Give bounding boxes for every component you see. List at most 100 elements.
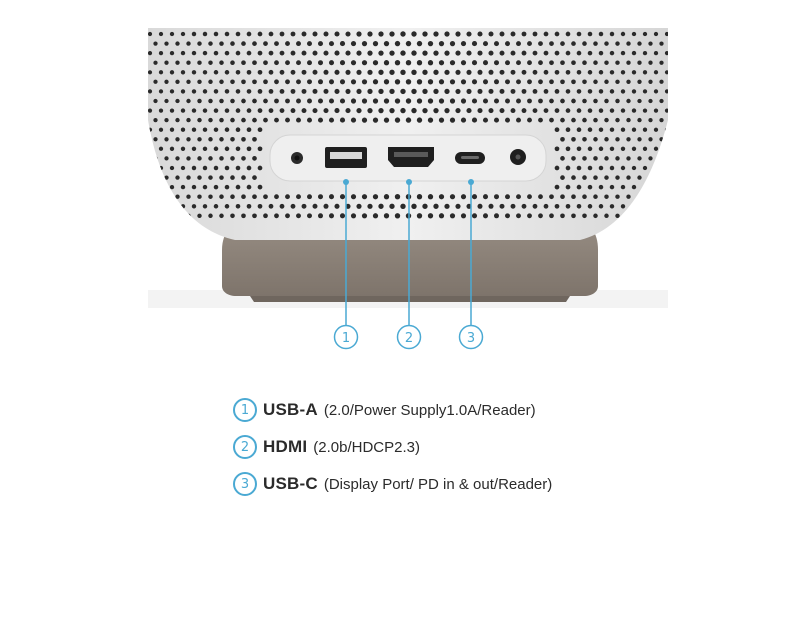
grille-hole [279,203,285,209]
grille-hole [449,213,456,219]
grille-hole [642,165,648,171]
grille-hole [367,107,373,114]
grille-hole [241,117,246,123]
grille-hole [383,60,390,66]
grille-hole [642,146,648,151]
grille-hole [301,50,307,56]
grille-hole [186,175,191,180]
grille-hole [438,117,445,123]
grille-hole [224,204,230,209]
grille-hole [279,31,285,37]
grille-hole [460,194,467,200]
grille-hole [527,98,532,104]
grille-hole [361,98,368,104]
grille-hole [307,79,312,85]
grille-hole [208,137,213,142]
grille-hole [576,69,582,75]
grille-hole [565,50,571,56]
grille-hole [312,108,318,114]
grille-hole [571,79,576,85]
grille-hole [164,117,169,123]
grille-hole [631,204,637,209]
grille-hole [411,88,417,95]
grille-hole [405,40,412,47]
grille-hole [158,165,164,171]
grille-hole [394,79,401,85]
grille-hole [571,213,576,219]
grille-hole [631,31,637,37]
grille-hole [642,108,648,113]
grille-hole [290,50,296,56]
grille-hole [477,31,483,37]
grille-hole [263,213,268,219]
grille-hole [372,79,379,85]
grille-hole [345,88,351,94]
grille-hole [571,194,576,200]
grille-hole [224,89,230,94]
grille-hole [230,60,235,65]
grille-hole [378,69,384,75]
port-name: USB-A [263,400,318,419]
grille-hole [230,156,235,161]
grille-hole [516,79,521,85]
grille-hole [213,50,219,56]
grille-hole [604,213,609,219]
grille-hole [285,98,290,104]
grille-hole [148,108,153,113]
grille-hole [296,213,301,219]
grille-hole [438,40,445,47]
grille-hole [361,194,368,200]
grille-hole [609,70,615,75]
grille-hole [554,203,560,209]
grille-hole [246,146,252,152]
grille-hole [488,50,494,56]
grille-hole [433,31,439,37]
grille-hole [615,117,620,123]
grille-hole [345,108,351,114]
grille-hole [471,41,478,47]
grille-hole [637,117,642,123]
grille-hole [516,213,521,219]
grille-hole [246,203,252,209]
grille-hole [571,98,576,104]
grille-hole [538,117,543,123]
grille-hole [230,213,235,219]
grille-hole [153,79,158,84]
grille-hole [345,69,351,75]
grille-hole [598,146,604,152]
callout-2: 2 [396,179,422,350]
grille-hole [659,98,664,104]
grille-hole [505,213,510,219]
grille-hole [252,60,257,66]
grille-hole [505,79,510,85]
grille-hole [521,88,527,94]
grille-hole [180,127,186,132]
grille-hole [224,108,230,113]
grille-hole [466,108,472,114]
grille-hole [252,175,257,180]
grille-hole [180,184,186,190]
grille-hole [637,194,642,199]
grille-hole [301,69,307,75]
grille-hole [642,204,648,209]
grille-hole [158,108,164,113]
grille-hole [169,31,175,37]
grille-hole [312,50,318,56]
callout-3: 3 [458,179,484,350]
grille-hole [290,88,296,94]
grille-hole [285,60,290,66]
grille-hole [312,69,318,75]
grille-hole [648,41,653,46]
legend-item-usb-c: 3 USB-C (Display Port/ PD in & out/Reade… [233,470,552,498]
grille-hole [455,31,461,37]
grille-hole [444,107,450,114]
grille-hole [394,213,401,219]
grille-hole [543,69,549,75]
grille-hole [576,165,582,171]
grille-hole [274,117,279,123]
grille-hole [505,117,510,123]
grille-hole [604,41,609,46]
grille-hole [598,70,604,75]
grille-hole [202,184,208,190]
